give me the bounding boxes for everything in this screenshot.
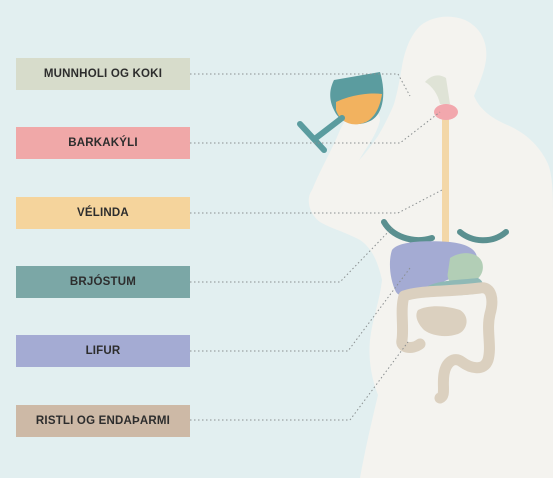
label-esophagus: VÉLINDA <box>16 197 190 229</box>
larynx <box>434 104 458 120</box>
label-colon-rectum: RISTLI OG ENDAÞARMI <box>16 405 190 437</box>
esophagus <box>442 112 449 262</box>
label-breast: BRJÓSTUM <box>16 266 190 298</box>
label-larynx: BARKAKÝLI <box>16 127 190 159</box>
label-mouth-throat: MUNNHOLI OG KOKI <box>16 58 190 90</box>
label-liver: LIFUR <box>16 335 190 367</box>
